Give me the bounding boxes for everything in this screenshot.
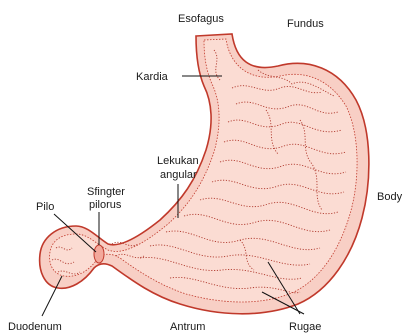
pyloric-sphincter [94, 245, 104, 263]
label-rugae: Rugae [289, 321, 321, 333]
label-pilo: Pilo [36, 201, 54, 213]
label-duodenum: Duodenum [8, 321, 62, 333]
label-lekukan-angular-line1: Lekukan [157, 155, 199, 167]
label-antrum: Antrum [170, 321, 205, 333]
label-esofagus: Esofagus [178, 13, 224, 25]
label-sfingter-line2: pilorus [89, 199, 122, 211]
label-fundus: Fundus [287, 18, 324, 30]
label-body: Body [377, 191, 403, 203]
label-kardia: Kardia [136, 71, 169, 83]
label-lekukan-angular-line2: angular [160, 169, 197, 181]
label-sfingter-line1: Sfingter [87, 186, 125, 198]
